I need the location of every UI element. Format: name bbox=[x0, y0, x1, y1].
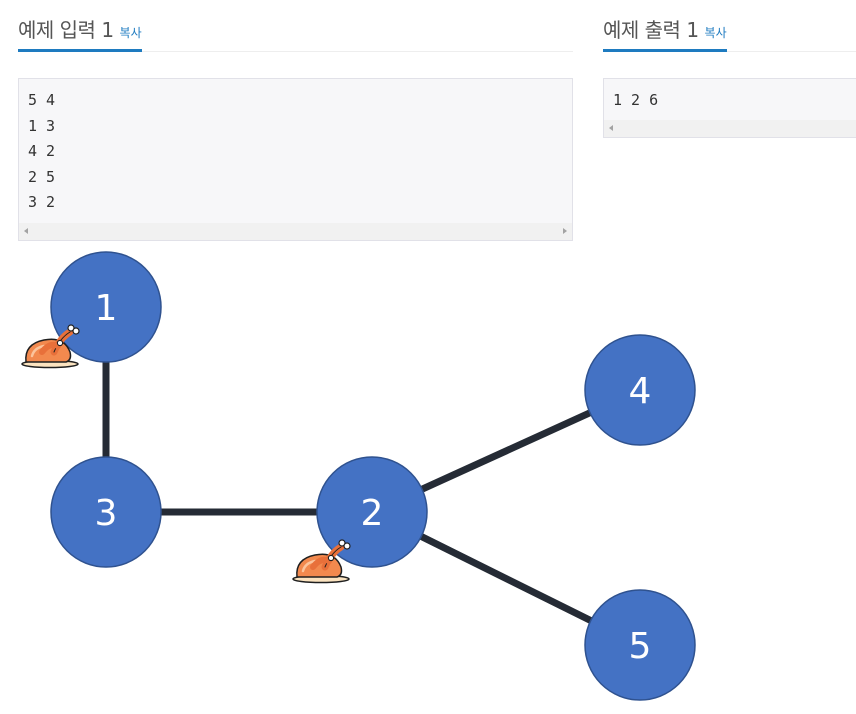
example-output-title-text: 예제 출력 1 bbox=[603, 18, 699, 42]
code-line: 3 2 bbox=[28, 193, 56, 212]
node-layer: 1 3 2 4 5 bbox=[50, 251, 696, 701]
code-line: 1 2 6 bbox=[613, 91, 659, 109]
example-input-lines: 5 4 1 3 4 2 2 5 3 2 bbox=[28, 88, 55, 216]
roast-chicken-icon bbox=[293, 540, 350, 583]
node-circle bbox=[50, 251, 162, 363]
node-circle bbox=[584, 334, 696, 446]
node-label: 4 bbox=[629, 371, 652, 412]
scroll-left-icon[interactable] bbox=[609, 125, 613, 131]
node-label: 5 bbox=[629, 626, 652, 667]
node-label: 3 bbox=[95, 493, 118, 534]
code-line: 5 4 bbox=[28, 91, 56, 109]
code-line: 4 2 bbox=[28, 142, 56, 161]
scroll-right-icon[interactable] bbox=[563, 228, 567, 234]
node-1: 1 bbox=[50, 251, 162, 363]
example-output-header: 예제 출력 1 복사 bbox=[603, 0, 856, 52]
example-output-lines: 1 2 6 bbox=[613, 88, 658, 114]
example-input-title: 예제 입력 1 복사 bbox=[18, 14, 142, 52]
node-2: 2 bbox=[316, 456, 428, 568]
horizontal-scrollbar[interactable] bbox=[604, 120, 856, 137]
example-input-code: 5 4 1 3 4 2 2 5 3 2 bbox=[18, 78, 573, 241]
node-circle bbox=[50, 456, 162, 568]
node-circle bbox=[316, 456, 428, 568]
copy-input-button[interactable]: 복사 bbox=[119, 26, 142, 40]
horizontal-scrollbar[interactable] bbox=[19, 223, 572, 240]
code-line: 2 5 bbox=[28, 167, 56, 186]
copy-output-button[interactable]: 복사 bbox=[704, 26, 727, 40]
node-3: 3 bbox=[50, 456, 162, 568]
node-label: 2 bbox=[361, 493, 384, 534]
node-circle bbox=[584, 589, 696, 701]
example-input-title-text: 예제 입력 1 bbox=[18, 18, 114, 42]
node-5: 5 bbox=[584, 589, 696, 701]
example-input-header: 예제 입력 1 복사 bbox=[18, 0, 573, 52]
code-line: 1 3 bbox=[28, 116, 56, 135]
example-output-title: 예제 출력 1 복사 bbox=[603, 14, 727, 52]
scroll-left-icon[interactable] bbox=[24, 228, 28, 234]
example-output-code: 1 2 6 bbox=[603, 78, 856, 138]
node-4: 4 bbox=[584, 334, 696, 446]
node-label: 1 bbox=[95, 288, 118, 329]
